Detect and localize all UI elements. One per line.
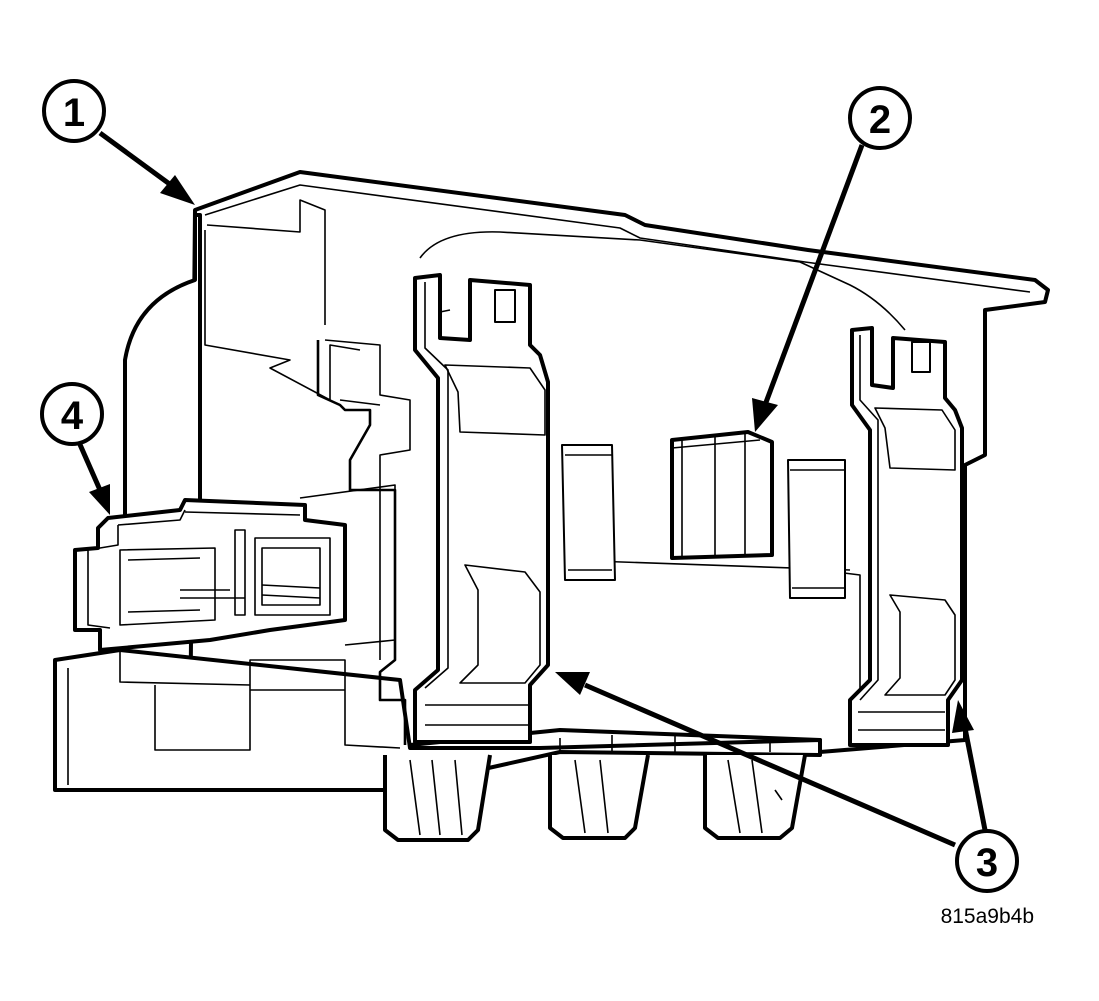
inner-wall bbox=[316, 339, 861, 745]
callout-2-label: 2 bbox=[869, 98, 891, 142]
housing bbox=[53, 170, 1050, 842]
arrowhead-3b bbox=[952, 700, 974, 733]
leader-lines bbox=[75, 130, 988, 848]
callout-1-label: 1 bbox=[63, 91, 85, 135]
right-bracket bbox=[848, 326, 964, 747]
arrowhead-3a bbox=[555, 672, 590, 695]
arrowhead-1 bbox=[160, 175, 195, 205]
leader-3b bbox=[962, 727, 988, 831]
relay bbox=[670, 430, 774, 560]
left-bracket bbox=[413, 273, 550, 744]
connector bbox=[73, 484, 396, 652]
fuse-blocks bbox=[561, 444, 846, 599]
leader-2 bbox=[762, 144, 865, 406]
callout-3-label: 3 bbox=[976, 841, 998, 885]
arrowhead-2 bbox=[752, 398, 778, 432]
figure-code: 815a9b4b bbox=[941, 905, 1034, 928]
callout-3: 3 bbox=[955, 829, 1019, 893]
leader-1 bbox=[98, 130, 177, 191]
arrowhead-4 bbox=[89, 484, 110, 515]
callout-4: 4 bbox=[40, 382, 104, 446]
callout-2: 2 bbox=[848, 86, 912, 150]
callout-1: 1 bbox=[42, 79, 106, 143]
leader-4 bbox=[75, 438, 103, 492]
callout-4-label: 4 bbox=[61, 394, 84, 438]
leader-3a bbox=[584, 682, 956, 848]
